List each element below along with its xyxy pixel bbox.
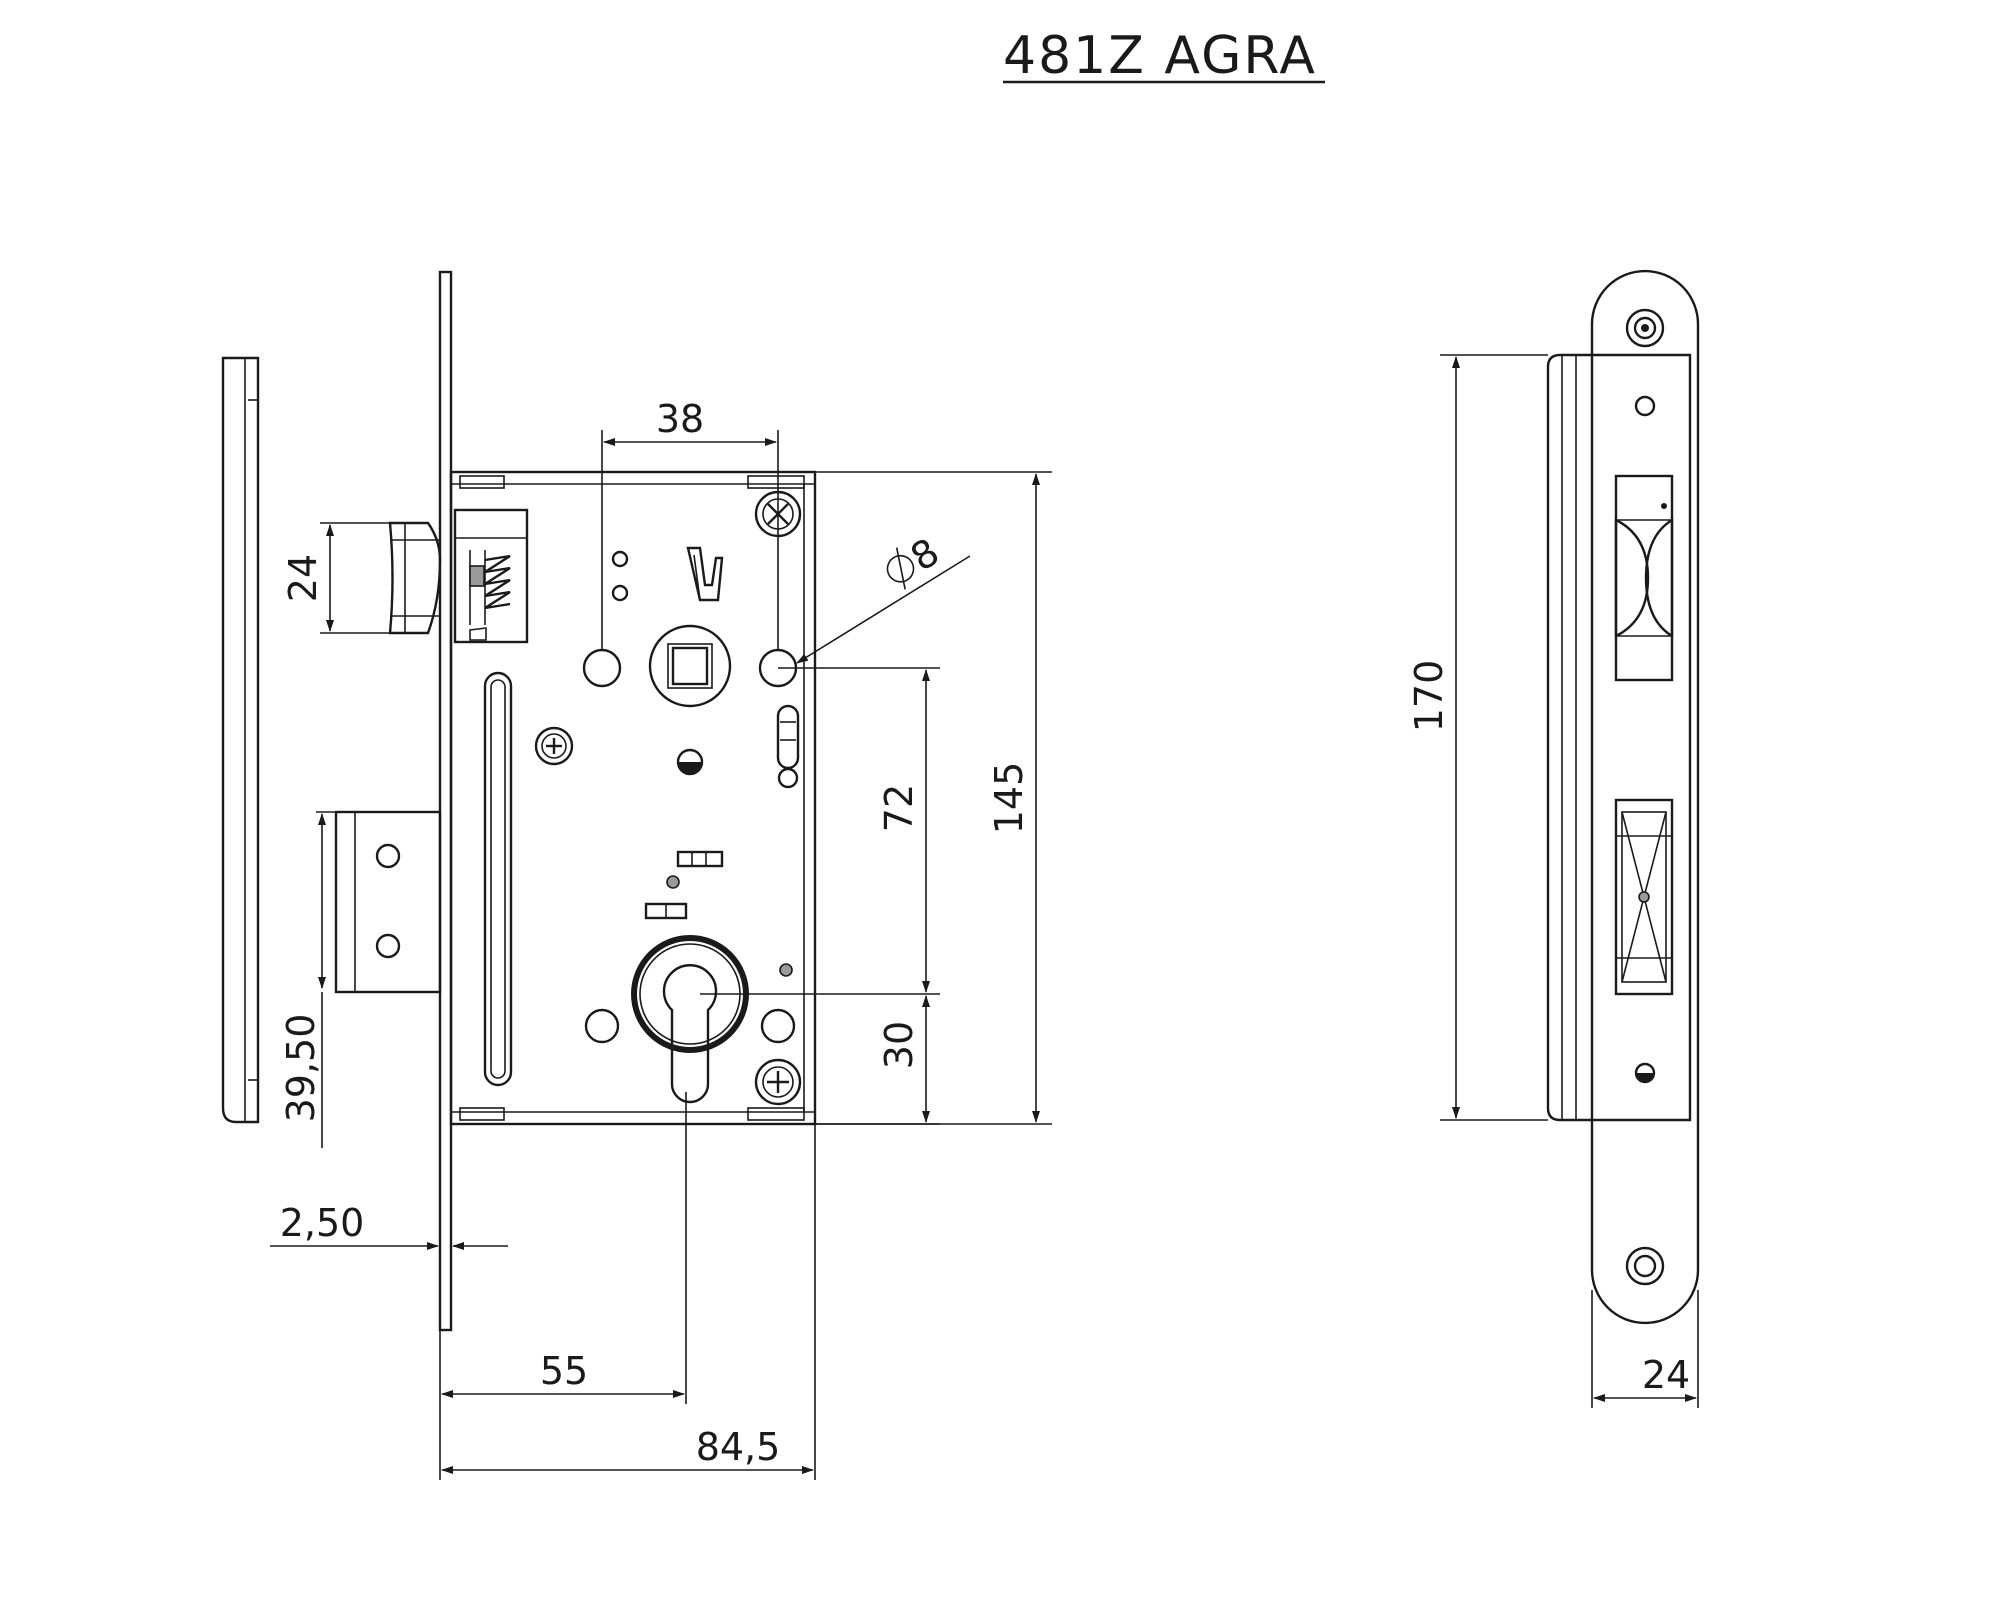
screw-left <box>534 726 574 766</box>
drawing-title: 481Z AGRA <box>1003 26 1317 86</box>
dim-170-label: 170 <box>1407 660 1451 733</box>
dim-2-50-label: 2,50 <box>280 1201 365 1245</box>
forend-plate <box>1590 269 1700 1325</box>
dim-2-50: 2,50 <box>270 1201 508 1250</box>
latch-mechanism <box>453 508 529 644</box>
dim-30: 30 <box>815 995 940 1125</box>
indicator-dot <box>676 748 704 776</box>
side-screw-top <box>1625 308 1665 348</box>
cylinder-cutout <box>584 935 796 1104</box>
small-pin-b <box>779 963 793 977</box>
small-part-a <box>676 850 724 868</box>
dim-phi8: 8 <box>796 530 971 664</box>
dim-55: 55 <box>439 1092 687 1480</box>
dim-72-label: 72 <box>877 784 921 832</box>
dim-30-label: 30 <box>877 1021 921 1069</box>
dim-145: 145 <box>815 471 1052 1125</box>
dim-55-label: 55 <box>540 1349 588 1393</box>
fixing-hole-left <box>582 648 622 688</box>
handle-plate <box>221 356 260 1124</box>
spindle-follower <box>648 624 732 708</box>
vertical-slot <box>483 671 513 1087</box>
dim-24-latch-label: 24 <box>281 554 325 602</box>
side-deadbolt-opening <box>1614 798 1674 996</box>
dim-24-latch: 24 <box>281 522 392 634</box>
side-hole-bottom <box>1634 1062 1656 1084</box>
lock-case <box>449 470 817 1126</box>
rivet-lower <box>611 584 629 602</box>
link-slot <box>776 704 800 789</box>
dim-38: 38 <box>601 397 779 650</box>
dead-bolt <box>334 810 442 994</box>
dim-38-label: 38 <box>656 397 704 441</box>
side-latch-opening <box>1614 474 1674 682</box>
dim-39-50-label: 39,50 <box>279 1014 323 1123</box>
small-pin-a <box>666 875 680 889</box>
dim-39-50: 39,50 <box>279 811 336 1148</box>
dim-84-5-label: 84,5 <box>696 1425 781 1469</box>
dim-170: 170 <box>1407 354 1548 1121</box>
side-hole-top <box>1634 395 1656 417</box>
dim-24-side: 24 <box>1591 1290 1699 1408</box>
dim-145-label: 145 <box>987 762 1031 835</box>
dim-24-side-label: 24 <box>1642 1353 1690 1397</box>
side-cover <box>1546 353 1692 1122</box>
side-view <box>1546 269 1700 1325</box>
latch-bolt <box>388 521 442 635</box>
spring-lever <box>686 546 724 602</box>
side-screw-bottom <box>1625 1246 1665 1286</box>
dim-phi8-label: 8 <box>903 530 947 580</box>
faceplate <box>438 270 453 1332</box>
dim-84-5: 84,5 <box>441 1124 816 1480</box>
rivet-upper <box>611 550 629 568</box>
front-view <box>221 270 817 1332</box>
screw-bottom <box>754 1058 802 1106</box>
dim-72: 72 <box>700 667 940 995</box>
